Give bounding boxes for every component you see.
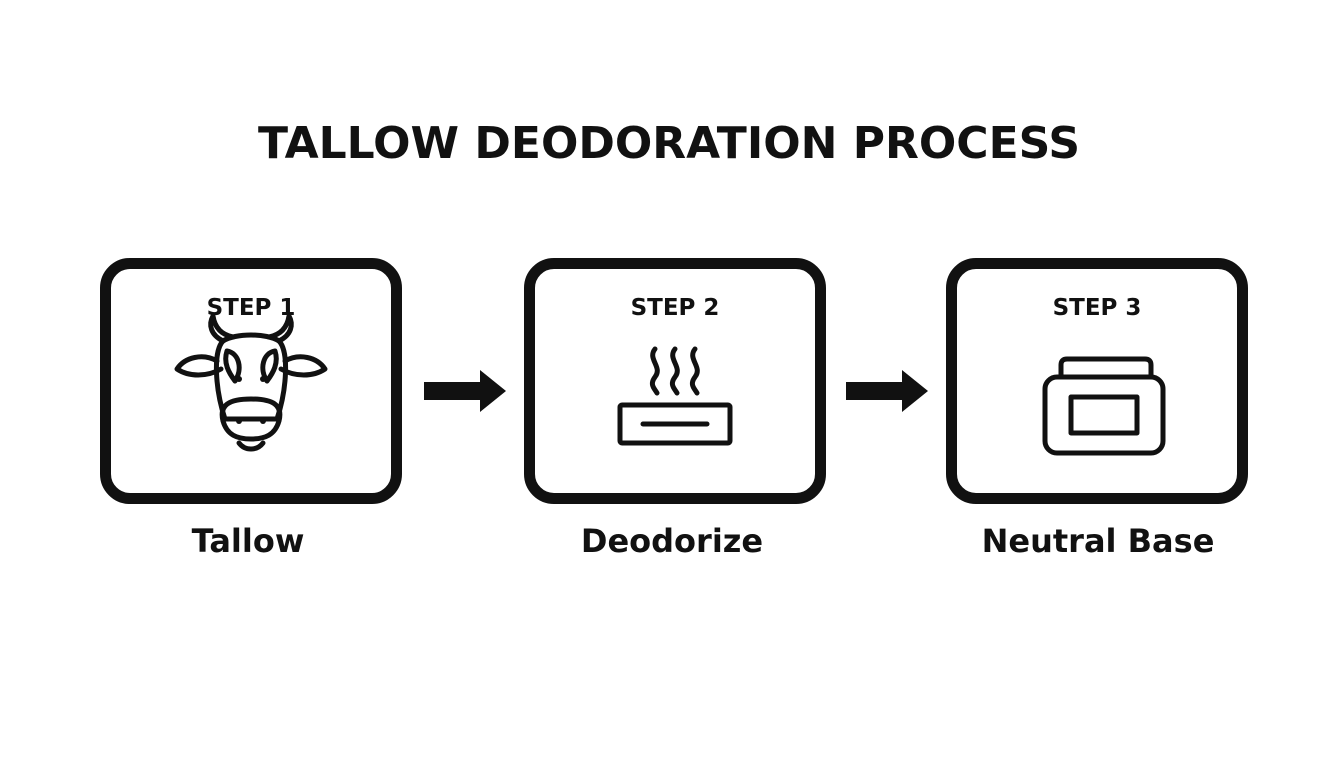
jar-icon: [1042, 356, 1166, 456]
arrow-right-icon: [424, 370, 506, 412]
step-1-caption: Tallow: [191, 522, 305, 560]
diagram-title: TALLOW DEODORATION PROCESS: [257, 118, 1081, 169]
arrow-right-icon: [846, 370, 928, 412]
step-2-label: STEP 2: [630, 295, 720, 321]
step-2-box: STEP 2: [524, 258, 826, 504]
step-3-box: STEP 3: [946, 258, 1248, 504]
step-1-label: STEP 1: [206, 295, 296, 321]
step-1-box: STEP 1: [100, 258, 402, 504]
step-3-caption: Neutral Base: [981, 522, 1215, 560]
step-3-label: STEP 3: [1052, 295, 1142, 321]
cow-head-icon: [174, 313, 328, 452]
steam-tray-icon: [617, 346, 733, 446]
step-2-caption: Deodorize: [580, 522, 764, 560]
